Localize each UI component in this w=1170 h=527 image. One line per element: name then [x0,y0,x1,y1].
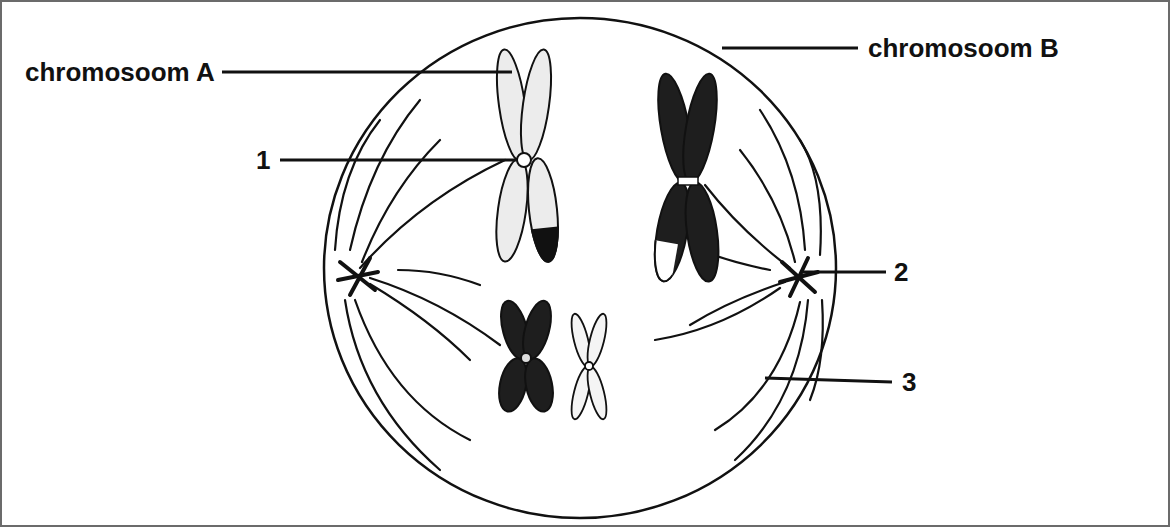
callout-number: 3 [902,369,916,395]
small-chromosome [495,298,558,414]
callout-number: 2 [894,259,908,285]
structure-label: chromosoom B [868,35,1059,61]
centriole [780,258,818,296]
centriole [338,258,378,295]
structure-label: chromosoom A [25,59,215,85]
leader-lines [222,48,892,382]
chromosome-b [649,71,724,283]
chromosome-a [491,48,562,264]
spindle-fibres [335,100,823,470]
cell-membrane [324,18,836,518]
small-chromosome [568,312,611,421]
callout-number: 1 [256,147,270,173]
